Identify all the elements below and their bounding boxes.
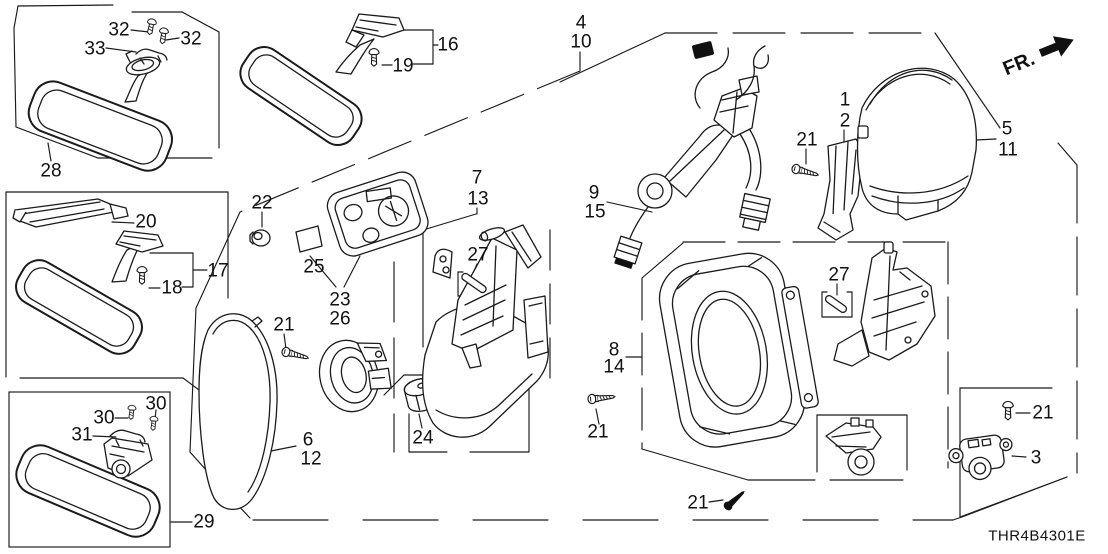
screw-30-right <box>148 415 159 432</box>
part-27-pad-right <box>824 294 848 314</box>
screw-32-left <box>144 17 158 36</box>
screw-21-housing <box>586 391 616 405</box>
part-actuator-motor <box>318 339 392 413</box>
callout-14[interactable]: 14 <box>603 357 625 378</box>
callout-30-right[interactable]: 30 <box>145 394 166 415</box>
part-5-11-mirror-cap <box>856 67 978 221</box>
diagram-code: THR4B4301E <box>988 528 1086 545</box>
callout-26[interactable]: 26 <box>329 309 350 330</box>
part-6-12-mirror-glass <box>198 313 278 511</box>
screw-18 <box>136 266 148 285</box>
callout-3[interactable]: 3 <box>1031 448 1042 469</box>
callout-21-housing[interactable]: 21 <box>587 422 608 443</box>
callout-9[interactable]: 9 <box>589 183 600 204</box>
callout-2[interactable]: 2 <box>840 111 851 132</box>
callout-21-harness[interactable]: 21 <box>796 130 817 151</box>
part-27-inner-bracket <box>833 241 936 367</box>
callout-5[interactable]: 5 <box>1002 119 1013 140</box>
callout-11[interactable]: 11 <box>998 140 1018 161</box>
part-17-inner-mirror <box>15 230 164 355</box>
fr-label: FR. <box>1000 48 1038 80</box>
callout-7[interactable]: 7 <box>472 168 483 189</box>
part-pivot-actuator <box>825 417 882 476</box>
part-9-15-harness <box>613 41 771 269</box>
callout-15[interactable]: 15 <box>584 202 605 223</box>
part-16-inner-mirror <box>239 13 405 146</box>
screw-19 <box>368 48 380 67</box>
callout-1[interactable]: 1 <box>840 90 851 111</box>
callout-20[interactable]: 20 <box>135 212 156 233</box>
screw-21-pivot <box>723 490 745 511</box>
part-8-14-mirror-housing <box>658 252 819 448</box>
part-3-camera <box>948 434 1013 481</box>
screw-32-right <box>157 26 170 45</box>
callout-22[interactable]: 22 <box>251 193 272 214</box>
callout-31[interactable]: 31 <box>71 425 92 446</box>
screw-21-harness <box>790 162 821 180</box>
callout-17[interactable]: 17 <box>207 261 228 282</box>
part-25-pad <box>295 225 323 253</box>
callout-28[interactable]: 28 <box>40 161 61 182</box>
callout-33[interactable]: 33 <box>84 39 105 60</box>
callout-6[interactable]: 6 <box>303 430 314 451</box>
callout-12[interactable]: 12 <box>300 449 321 470</box>
callout-8[interactable]: 8 <box>609 340 620 361</box>
part-20-garnish <box>12 198 129 228</box>
part-27-pad-left <box>461 272 487 294</box>
callout-27-left[interactable]: 27 <box>467 245 488 266</box>
callout-21-pivot[interactable]: 21 <box>687 493 708 514</box>
callout-16[interactable]: 16 <box>437 35 458 56</box>
callout-32-left[interactable]: 32 <box>108 20 129 41</box>
part-7-13-housing-bracket <box>421 224 549 438</box>
callout-29[interactable]: 29 <box>193 512 214 533</box>
callout-labels: 32 32 33 28 16 19 4 10 20 17 18 22 25 23… <box>40 13 1053 533</box>
callout-32-right[interactable]: 32 <box>180 29 201 50</box>
part-1-2-corner-garnish <box>817 138 864 241</box>
callout-18[interactable]: 18 <box>161 278 182 299</box>
fr-direction-marker: FR. <box>1000 36 1074 80</box>
part-29-inner-mirror <box>15 429 161 538</box>
callout-27-right[interactable]: 27 <box>828 265 849 286</box>
part-23-26-mirror-base <box>326 171 429 257</box>
fr-arrow-icon <box>1038 36 1074 57</box>
callout-19[interactable]: 19 <box>392 56 413 77</box>
screw-21-camera <box>1002 400 1014 421</box>
part-28-inner-mirror <box>27 48 173 172</box>
screw-21-glass <box>280 345 311 363</box>
callout-23[interactable]: 23 <box>329 290 350 311</box>
callout-21-glass[interactable]: 21 <box>273 315 294 336</box>
callout-30-left[interactable]: 30 <box>93 408 114 429</box>
part-22-grommet <box>249 229 271 247</box>
callout-10[interactable]: 10 <box>570 32 591 53</box>
callout-4[interactable]: 4 <box>576 13 587 34</box>
leader-lines <box>47 29 1031 523</box>
callout-13[interactable]: 13 <box>467 189 488 210</box>
callout-24[interactable]: 24 <box>412 428 434 449</box>
callout-21-camera[interactable]: 21 <box>1032 403 1053 424</box>
callout-25[interactable]: 25 <box>303 257 324 278</box>
